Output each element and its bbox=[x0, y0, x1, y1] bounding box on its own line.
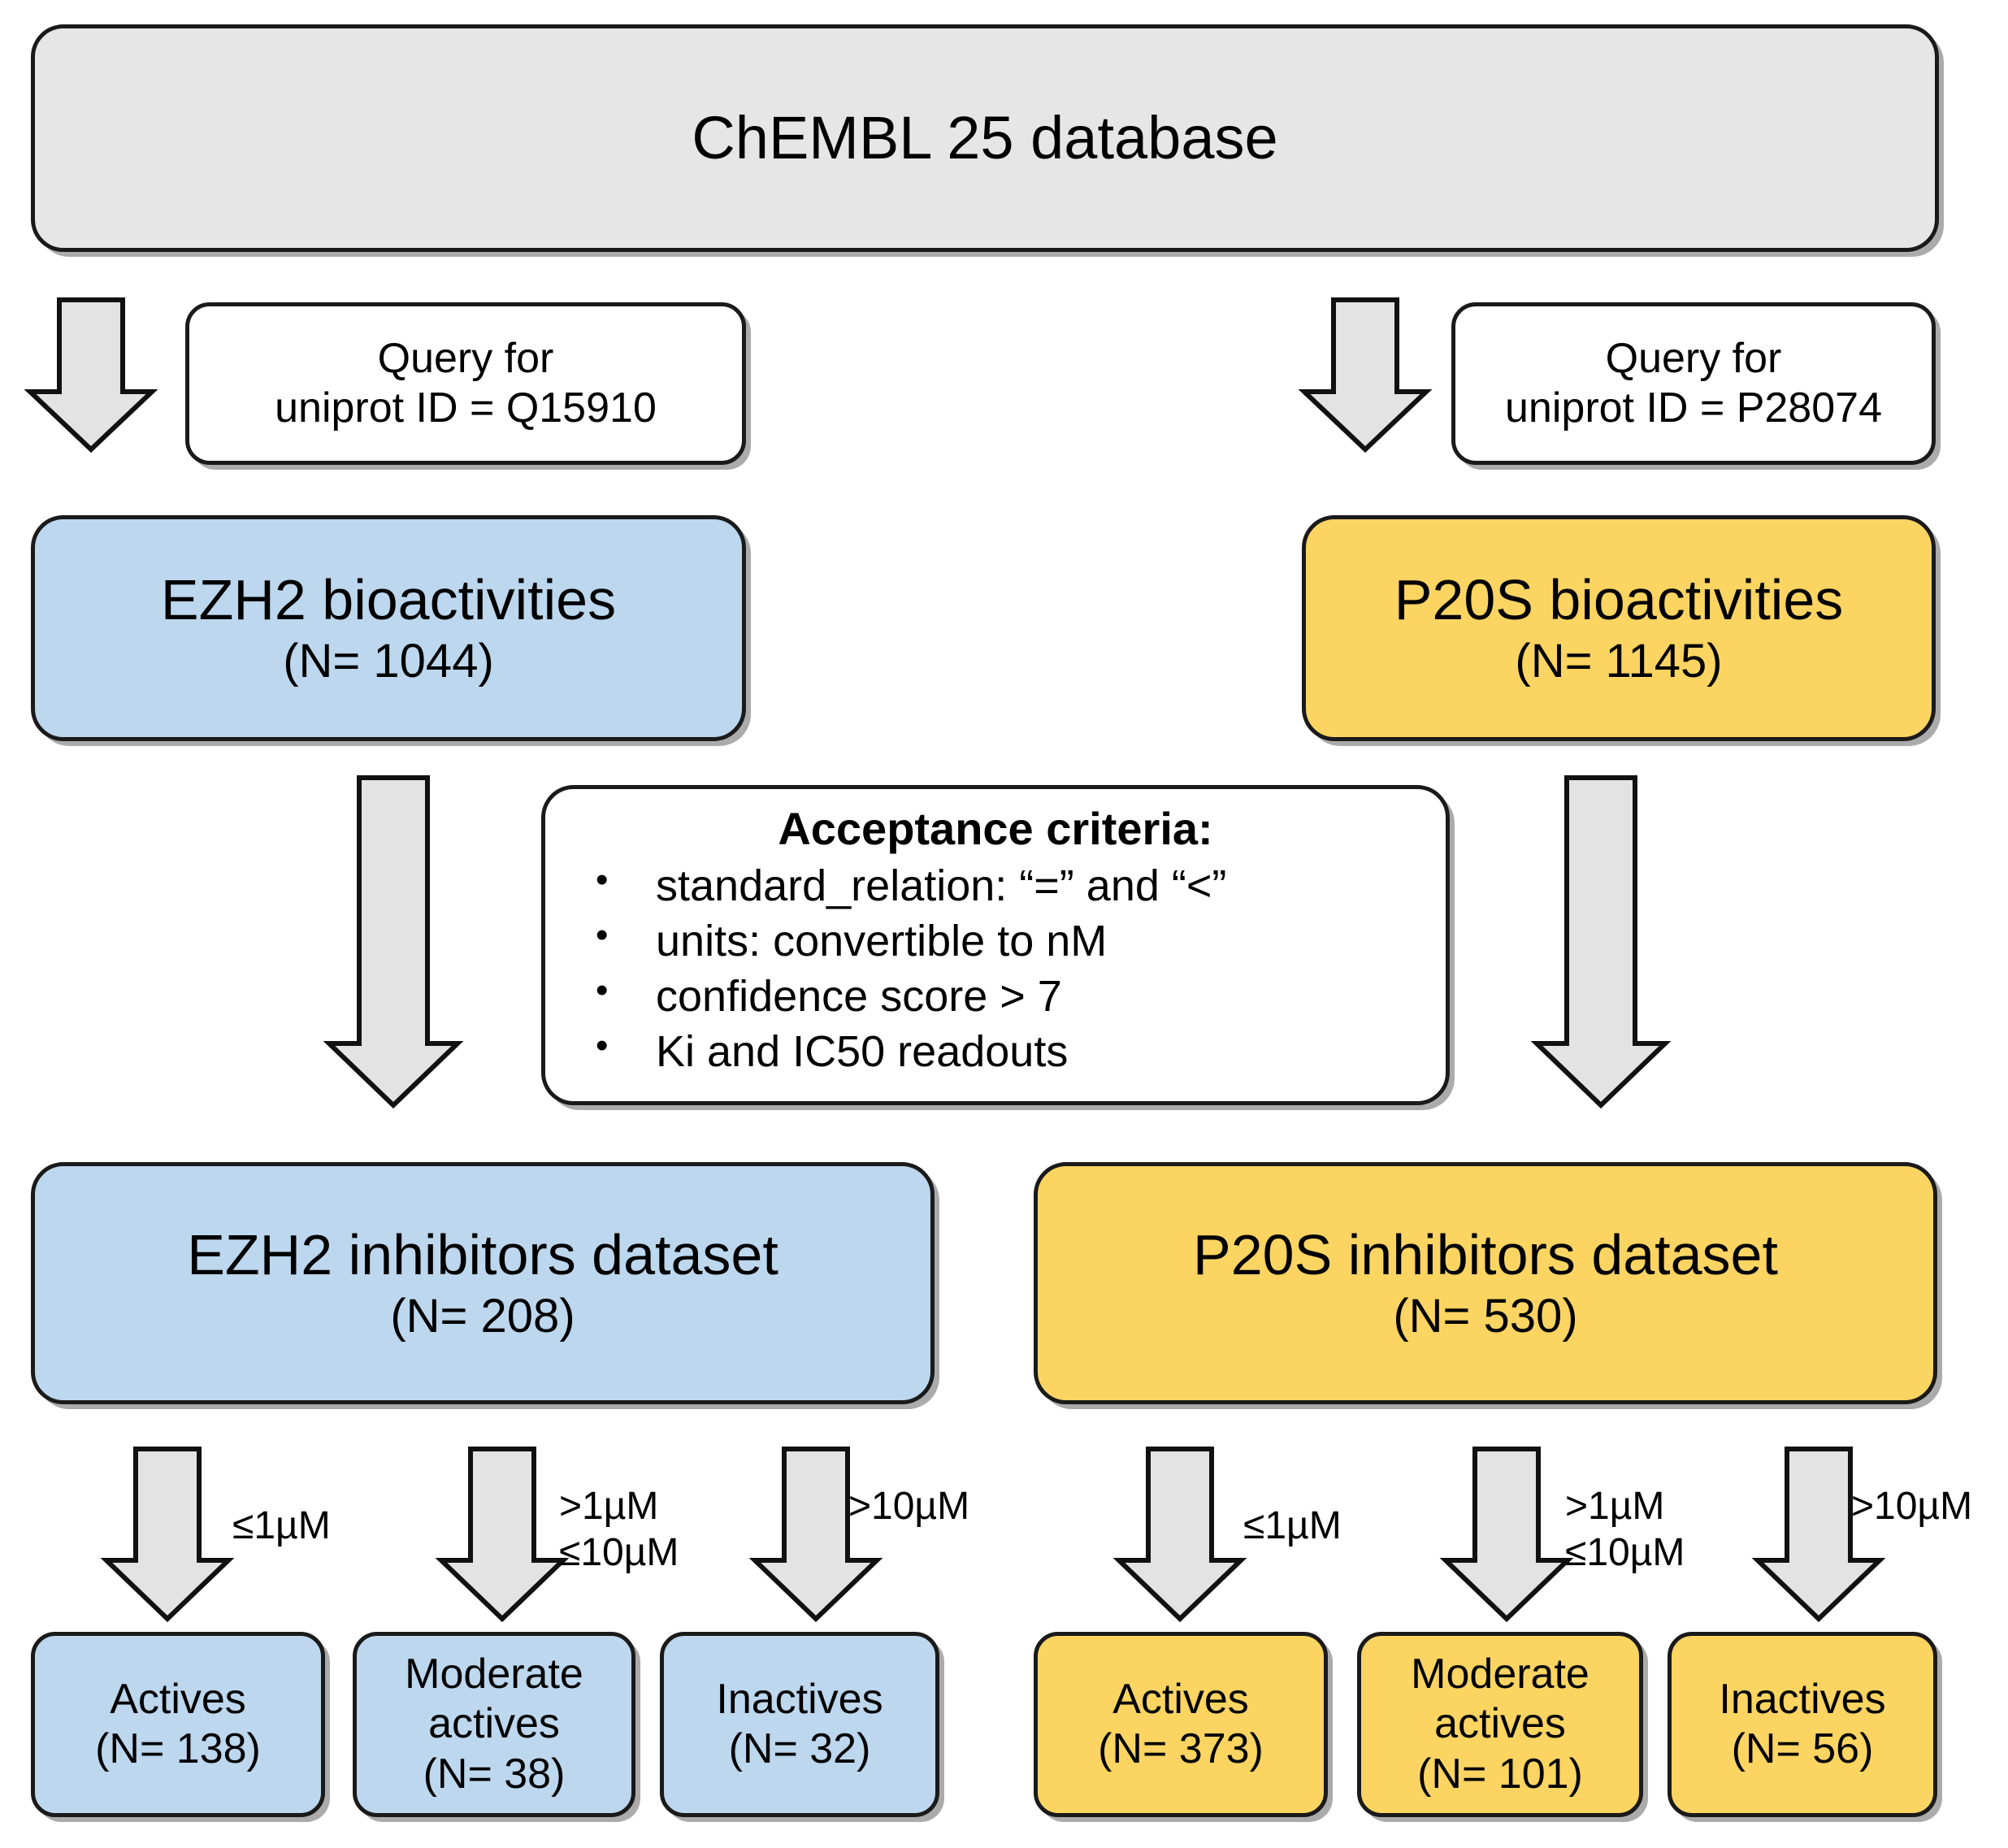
node-p20s-bioactivities: P20S bioactivities (N= 1145) bbox=[1302, 515, 1936, 741]
p20s-moderate-count: (N= 101) bbox=[1417, 1750, 1583, 1798]
ezh2-moderate-label-line2: actives bbox=[428, 1700, 560, 1748]
p20s-actives-label: Actives bbox=[1112, 1675, 1249, 1723]
node-p20s-actives: Actives (N= 373) bbox=[1034, 1632, 1328, 1817]
p20s-moderate-label-line1: Moderate bbox=[1411, 1650, 1589, 1698]
arrow-ezh2-actives bbox=[100, 1447, 235, 1623]
acceptance-criteria-list: standard_relation: “=” and “<” units: co… bbox=[566, 858, 1425, 1079]
arrow-source-to-p20s bbox=[1298, 297, 1433, 453]
node-p20s-inhibitors-dataset: P20S inhibitors dataset (N= 530) bbox=[1034, 1162, 1937, 1404]
ezh2-actives-label: Actives bbox=[110, 1675, 246, 1723]
ezh2-actives-count: (N= 138) bbox=[95, 1725, 261, 1772]
label-p20s-actives-threshold: ≤1µM bbox=[1243, 1503, 1342, 1550]
p20s-dataset-title: P20S inhibitors dataset bbox=[1193, 1223, 1778, 1287]
arrow-ezh2-moderate bbox=[435, 1447, 570, 1623]
p20s-bioactivities-count: (N= 1145) bbox=[1515, 635, 1723, 688]
p20s-inactives-label: Inactives bbox=[1719, 1675, 1886, 1723]
node-ezh2-bioactivities: EZH2 bioactivities (N= 1044) bbox=[31, 515, 746, 741]
node-query-right: Query for uniprot ID = P28074 bbox=[1451, 302, 1936, 465]
label-ezh2-moderate-threshold: >1µM ≤10µM bbox=[559, 1484, 679, 1576]
criteria-item: confidence score > 7 bbox=[566, 969, 1425, 1024]
node-chembl-database: ChEMBL 25 database bbox=[31, 24, 1939, 252]
criteria-item: standard_relation: “=” and “<” bbox=[566, 858, 1425, 913]
node-ezh2-inhibitors-dataset: EZH2 inhibitors dataset (N= 208) bbox=[31, 1162, 935, 1404]
criteria-item: Ki and IC50 readouts bbox=[566, 1024, 1425, 1079]
p20s-moderate-label-line2: actives bbox=[1434, 1700, 1566, 1748]
threshold-moderate-line2: ≤10µM bbox=[1565, 1530, 1685, 1574]
arrow-p20s-actives bbox=[1112, 1447, 1247, 1623]
arrow-ezh2-filter bbox=[323, 775, 464, 1109]
arrow-p20s-moderate bbox=[1439, 1447, 1574, 1623]
ezh2-dataset-count: (N= 208) bbox=[390, 1290, 575, 1343]
label-p20s-inactives-threshold: >10µM bbox=[1851, 1484, 1972, 1530]
node-query-left: Query for uniprot ID = Q15910 bbox=[185, 302, 746, 465]
query-left-line2: uniprot ID = Q15910 bbox=[275, 384, 657, 432]
label-ezh2-actives-threshold: ≤1µM bbox=[232, 1503, 331, 1550]
query-right-line2: uniprot ID = P28074 bbox=[1505, 384, 1882, 432]
acceptance-criteria-title: Acceptance criteria: bbox=[778, 803, 1213, 854]
arrow-ezh2-inactives bbox=[748, 1447, 883, 1623]
ezh2-moderate-label-line1: Moderate bbox=[405, 1650, 583, 1698]
node-ezh2-moderate-actives: Moderate actives (N= 38) bbox=[353, 1632, 635, 1817]
threshold-inactives-text: >10µM bbox=[848, 1485, 970, 1528]
threshold-moderate-line2: ≤10µM bbox=[559, 1530, 679, 1574]
threshold-actives-text: ≤1µM bbox=[232, 1504, 331, 1547]
node-p20s-inactives: Inactives (N= 56) bbox=[1668, 1632, 1937, 1817]
query-right-line1: Query for bbox=[1605, 334, 1782, 382]
node-p20s-moderate-actives: Moderate actives (N= 101) bbox=[1357, 1632, 1643, 1817]
ezh2-inactives-label: Inactives bbox=[716, 1675, 883, 1723]
node-ezh2-actives: Actives (N= 138) bbox=[31, 1632, 325, 1817]
p20s-actives-count: (N= 373) bbox=[1098, 1725, 1264, 1772]
arrow-source-to-ezh2 bbox=[24, 297, 158, 453]
ezh2-bioactivities-count: (N= 1044) bbox=[283, 635, 494, 688]
ezh2-inactives-count: (N= 32) bbox=[728, 1725, 871, 1772]
ezh2-dataset-title: EZH2 inhibitors dataset bbox=[187, 1223, 778, 1287]
p20s-bioactivities-title: P20S bioactivities bbox=[1394, 568, 1844, 632]
p20s-inactives-count: (N= 56) bbox=[1731, 1725, 1874, 1772]
chembl-database-label: ChEMBL 25 database bbox=[692, 104, 1278, 172]
threshold-moderate-line1: >1µM bbox=[559, 1485, 659, 1528]
node-ezh2-inactives: Inactives (N= 32) bbox=[660, 1632, 939, 1817]
ezh2-bioactivities-title: EZH2 bioactivities bbox=[160, 568, 617, 632]
threshold-moderate-line1: >1µM bbox=[1565, 1485, 1665, 1528]
query-left-line1: Query for bbox=[377, 334, 554, 382]
arrow-p20s-inactives bbox=[1751, 1447, 1886, 1623]
node-acceptance-criteria: Acceptance criteria: standard_relation: … bbox=[541, 785, 1450, 1105]
threshold-inactives-text: >10µM bbox=[1851, 1485, 1973, 1528]
label-p20s-moderate-threshold: >1µM ≤10µM bbox=[1565, 1484, 1685, 1576]
arrow-p20s-filter bbox=[1530, 775, 1672, 1109]
criteria-item: units: convertible to nM bbox=[566, 913, 1425, 969]
p20s-dataset-count: (N= 530) bbox=[1393, 1290, 1578, 1343]
threshold-actives-text: ≤1µM bbox=[1243, 1504, 1342, 1547]
ezh2-moderate-count: (N= 38) bbox=[423, 1750, 566, 1798]
label-ezh2-inactives-threshold: >10µM bbox=[848, 1484, 969, 1530]
